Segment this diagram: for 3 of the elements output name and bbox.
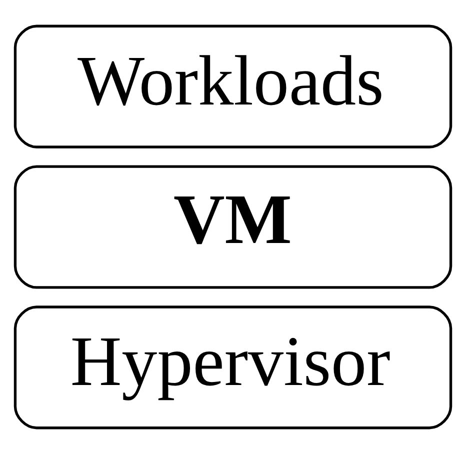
node-box: VM: [14, 164, 452, 288]
node-box: Hypervisor: [14, 305, 452, 429]
node-box: Workloads: [14, 24, 452, 148]
